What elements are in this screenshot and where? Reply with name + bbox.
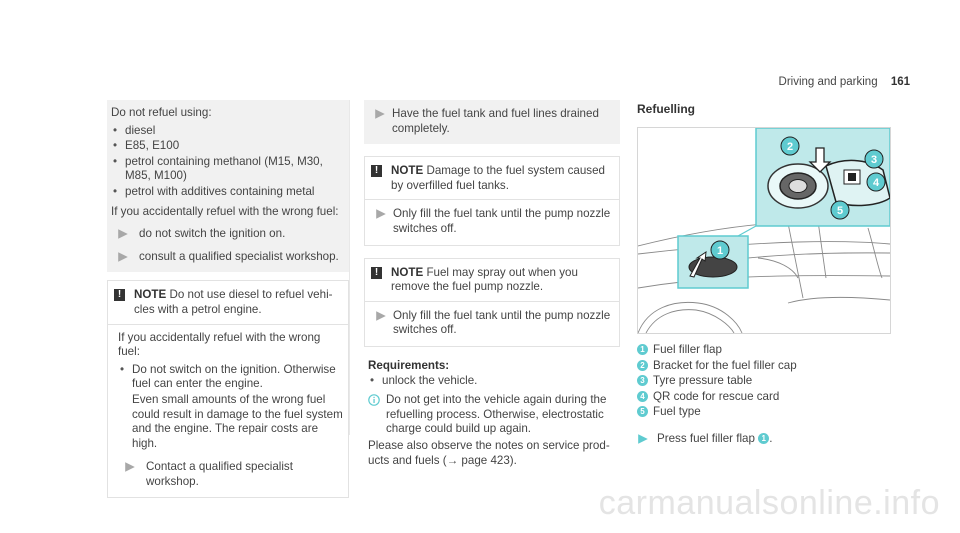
note-header: ! NOTE Damage to the fuel system caused …	[365, 157, 619, 201]
callout-label: 1	[717, 245, 723, 257]
step-arrow-icon	[376, 310, 386, 321]
watermark: carmanualsonline.info	[598, 484, 940, 522]
car-fuel-flap-illustration: 1 2 3 4 5	[638, 128, 890, 333]
list-item: diesel	[111, 124, 349, 139]
step-item: do not switch the ignition on.	[111, 227, 349, 242]
step-item: Have the fuel tank and fuel lines draine…	[364, 107, 616, 136]
note-body: If you accidentally refuel with the wron…	[108, 325, 348, 498]
step-arrow-icon	[376, 209, 386, 220]
observe-text: Please also observe the notes on service…	[368, 438, 610, 467]
callout-badge: 5	[637, 406, 648, 418]
press-flap-step: Press fuel filler flap 1.	[637, 432, 907, 447]
step-arrow-icon	[118, 251, 128, 262]
section-heading: Refuelling	[637, 102, 696, 116]
step-item: Only fill the fuel tank until the pump n…	[365, 309, 615, 338]
note-header: ! NOTE Fuel may spray out when you remov…	[365, 259, 619, 302]
step-item: Only fill the fuel tank until the pump n…	[365, 207, 615, 236]
column-divider	[349, 100, 350, 435]
column-2: Have the fuel tank and fuel lines draine…	[364, 100, 620, 468]
callout-label: 5	[837, 205, 843, 217]
step-arrow-icon	[375, 109, 385, 119]
callout-label: 3	[871, 154, 877, 166]
list-item: unlock the vehicle.	[368, 374, 620, 389]
note-box: ! NOTE Fuel may spray out when you remov…	[364, 257, 620, 347]
drain-step-block: Have the fuel tank and fuel lines draine…	[364, 100, 620, 145]
callout-badge: 2	[637, 359, 648, 371]
list-item: petrol containing methanol (M15, M30, M8…	[111, 155, 349, 184]
fuel-warning-block: Do not refuel using: diesel E85, E100 pe…	[107, 100, 349, 273]
fuel-list: diesel E85, E100 petrol containing metha…	[111, 124, 349, 200]
section-title: Driving and parking	[778, 76, 878, 88]
list-item: E85, E100	[111, 139, 349, 154]
warning-icon: !	[114, 289, 125, 302]
list-item: petrol with additives containing metal	[111, 185, 349, 200]
refuelling-figure: 1 2 3 4 5	[637, 127, 891, 334]
running-header: Driving and parking 161	[779, 76, 910, 88]
callout-label: 4	[873, 177, 880, 189]
damage-text: Even small amounts of the wrong fuel cou…	[132, 392, 343, 450]
requirements-title: Requirements:	[368, 358, 450, 372]
note-header: ! NOTE Do not use diesel to refuel vehi­…	[108, 281, 348, 325]
info-icon	[368, 394, 380, 406]
step-arrow-icon	[638, 434, 648, 444]
warning-icon: !	[371, 266, 382, 279]
step-item: consult a qualified specialist workshop.	[111, 250, 349, 265]
info-note: Do not get into the vehicle again during…	[368, 393, 620, 437]
consequence-list: Do not switch on the ignition. Otherwise…	[118, 363, 344, 392]
callout-badge: 4	[637, 390, 648, 402]
column-1: Do not refuel using: diesel E85, E100 pe…	[107, 100, 349, 499]
step-arrow-icon	[125, 462, 135, 473]
list-item: Do not switch on the ignition. Otherwise…	[118, 363, 344, 392]
callout-badge: 1	[637, 344, 648, 355]
step-item: Contact a qualified specialist workshop.	[118, 460, 344, 489]
page-number: 161	[890, 76, 910, 88]
callout-badge: 3	[637, 375, 648, 387]
callout-badge: 1	[758, 433, 770, 444]
warning-icon: !	[371, 165, 382, 178]
callout-label: 2	[787, 141, 793, 153]
note-box: ! NOTE Do not use diesel to refuel vehi­…	[107, 280, 349, 499]
requirements: Requirements: unlock the vehicle. Do not…	[364, 359, 620, 468]
intro-text: Do not refuel using:	[111, 106, 212, 119]
step-arrow-icon	[118, 229, 128, 239]
note-box: ! NOTE Damage to the fuel system caused …	[364, 156, 620, 246]
requirements-list: unlock the vehicle.	[368, 374, 620, 389]
note-body: Only fill the fuel tank until the pump n…	[365, 302, 619, 346]
accident-text: If you accidentally refuel with the wron…	[111, 204, 339, 218]
note-body: Only fill the fuel tank until the pump n…	[365, 200, 619, 244]
